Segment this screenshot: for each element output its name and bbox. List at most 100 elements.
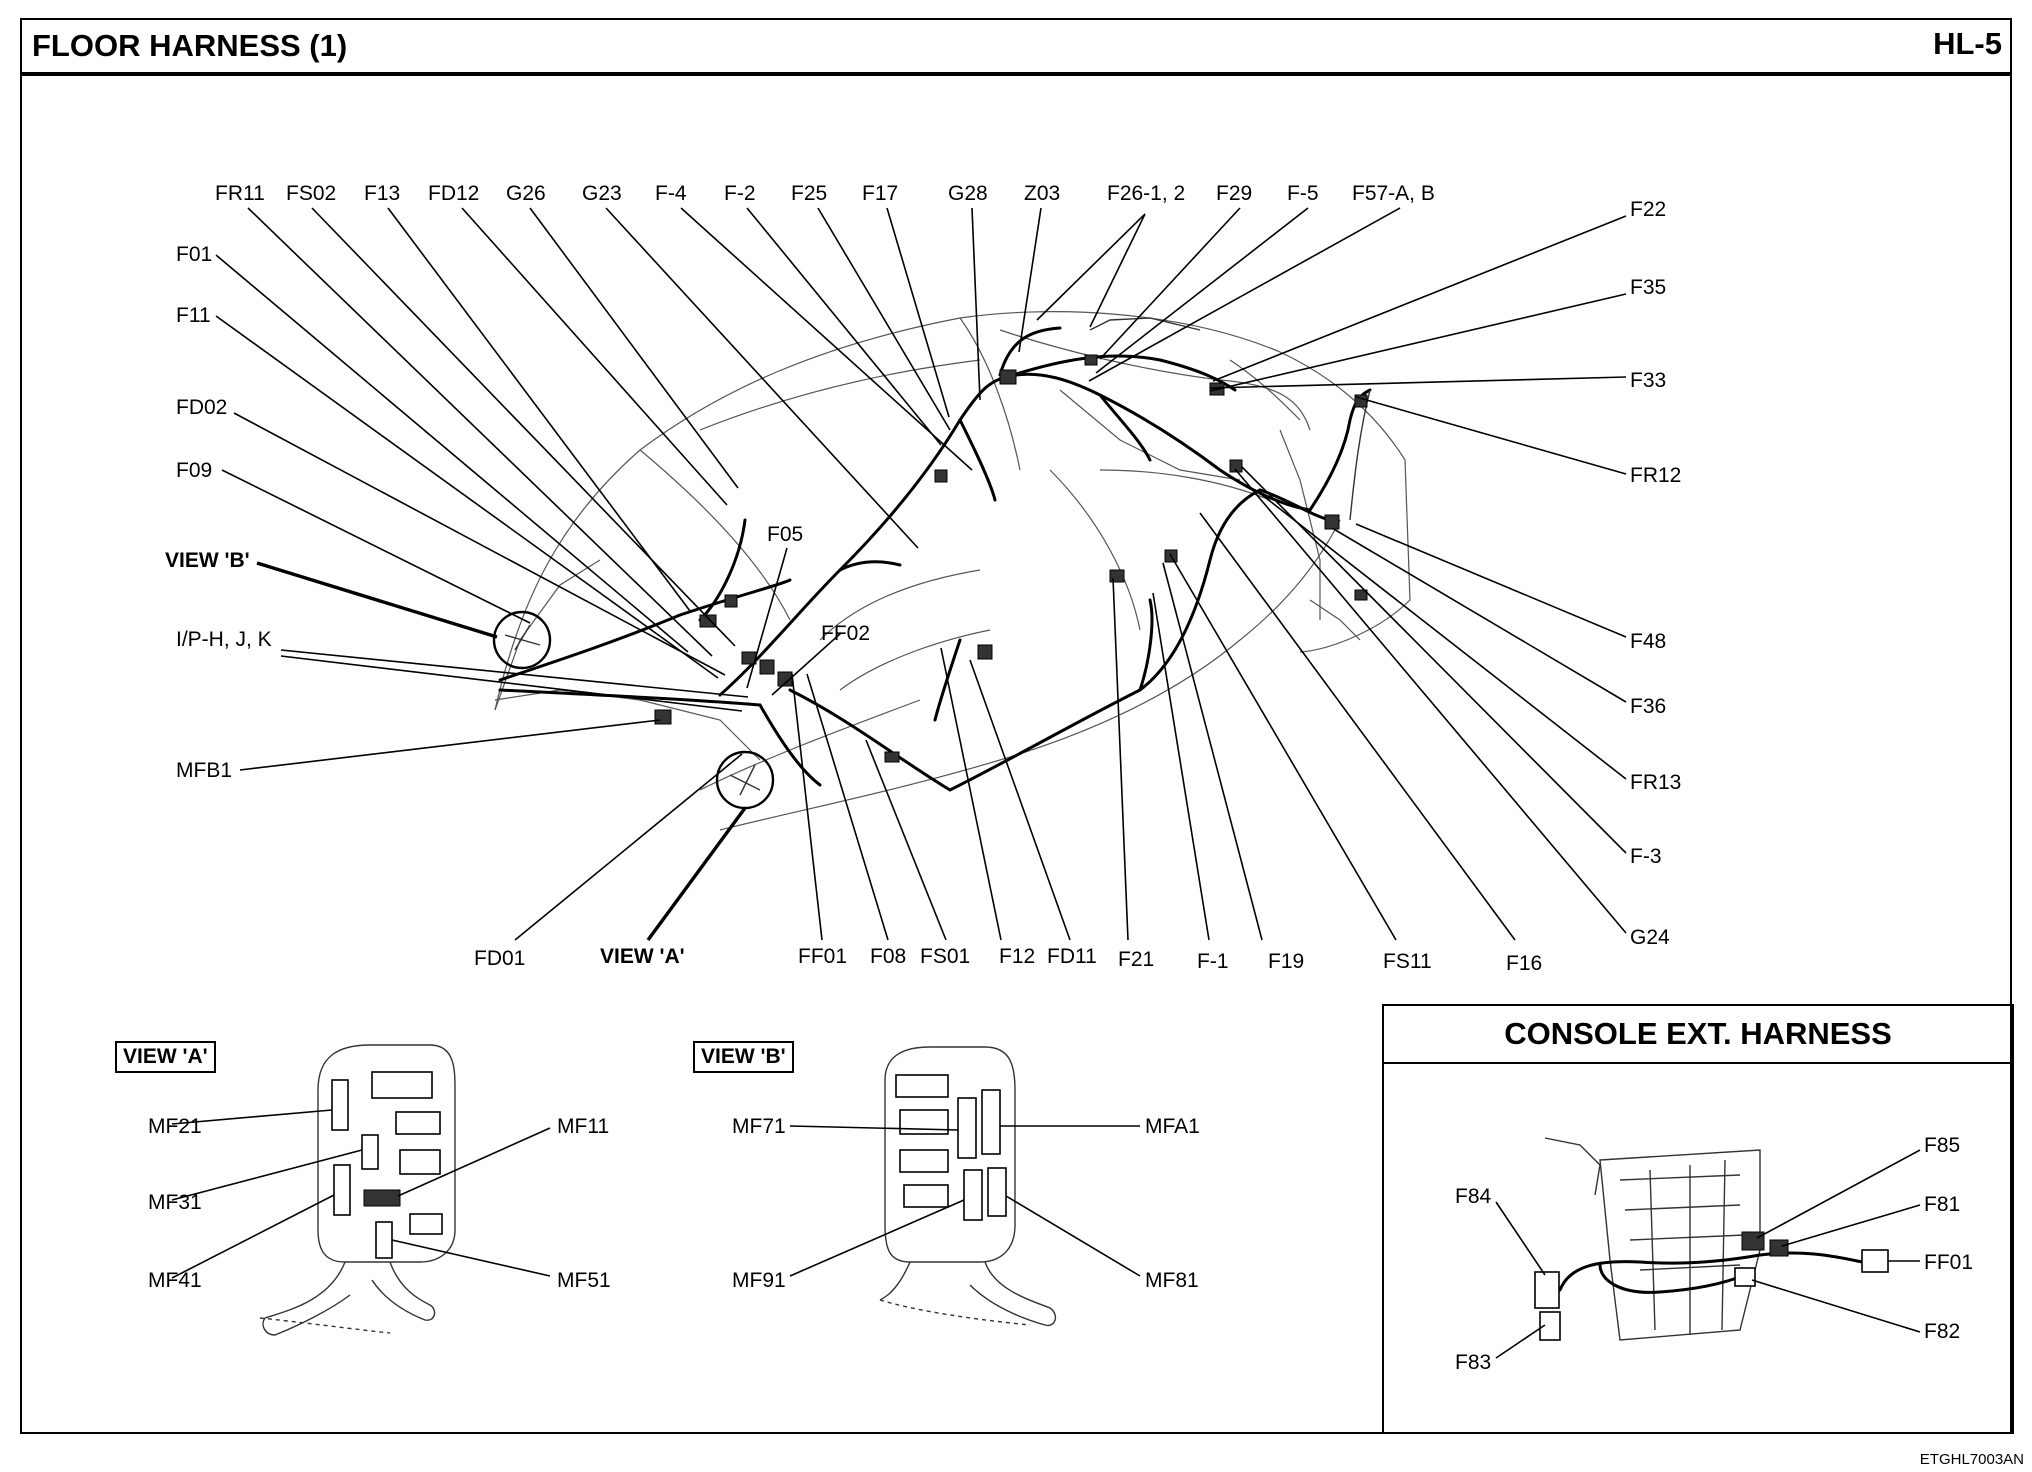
- label-fd12: FD12: [428, 182, 479, 205]
- view-b-detail-wires: [504, 624, 541, 651]
- view-a-relay-2: [395, 1111, 441, 1135]
- label-f19: F19: [1268, 950, 1304, 973]
- label-f13: F13: [364, 182, 400, 205]
- label-f17: F17: [862, 182, 898, 205]
- label-mfa1: MFA1: [1145, 1115, 1200, 1138]
- label-g23: G23: [582, 182, 622, 205]
- console-connector-f83: [1539, 1311, 1561, 1341]
- document-code: ETGHL7003AN: [1919, 1451, 2024, 1468]
- view-b-relay-4: [903, 1184, 949, 1208]
- view-b-connector-mf71: [957, 1097, 977, 1159]
- view-a-connector-mf31: [361, 1134, 379, 1170]
- label-mf91: MF91: [732, 1269, 786, 1292]
- view-a-connector-mf51: [375, 1221, 393, 1259]
- view-b-harness-right: [969, 1261, 1057, 1327]
- view-b-body-hint: [879, 1299, 1031, 1326]
- label-mf31: MF31: [148, 1191, 202, 1214]
- view-a-detail: MF21 MF31 MF41 MF11 MF51: [148, 1044, 611, 1336]
- label-mfb1: MFB1: [176, 759, 232, 782]
- console-connector-f81: [1769, 1239, 1789, 1257]
- label-f-5: F-5: [1287, 182, 1319, 205]
- console-harness-main: [1558, 1251, 1864, 1292]
- view-a-relay-4: [409, 1213, 443, 1235]
- view-b-detail: MF71 MF91 MFA1 MF81: [732, 1046, 1200, 1327]
- main-top-labels: FR11 FS02 F13 FD12 G26 G23 F-4 F-2 F25 F…: [215, 182, 1435, 205]
- label-view-a-pointer: VIEW 'A': [600, 945, 685, 968]
- label-fs11: FS11: [1383, 950, 1432, 973]
- label-fs02: FS02: [286, 182, 336, 205]
- connector-marks: [654, 354, 1368, 763]
- view-a-junction-block: [317, 1044, 456, 1263]
- label-fd11: FD11: [1047, 945, 1097, 968]
- label-f33: F33: [1630, 369, 1666, 392]
- label-fr12: FR12: [1630, 464, 1681, 487]
- label-f09: F09: [176, 459, 212, 482]
- label-fr13: FR13: [1630, 771, 1681, 794]
- label-z03: Z03: [1024, 182, 1060, 205]
- label-f26-1-2: F26-1, 2: [1107, 182, 1185, 205]
- console-detail: F84 F83 F85 F81 FF01 F82: [1455, 1134, 1973, 1374]
- console-bracket: [1599, 1149, 1761, 1341]
- label-fr11: FR11: [215, 182, 265, 205]
- console-arm: [1544, 1137, 1601, 1196]
- view-b-relay-2: [899, 1109, 949, 1135]
- label-f35: F35: [1630, 276, 1666, 299]
- label-ip-h-j-k: I/P-H, J, K: [176, 628, 272, 651]
- main-left-labels: F01 F11 FD02 F09 VIEW 'B' I/P-H, J, K MF…: [165, 243, 272, 782]
- label-console-f83: F83: [1455, 1351, 1491, 1374]
- label-mf51: MF51: [557, 1269, 611, 1292]
- label-ff01: FF01: [798, 945, 847, 968]
- console-connector-f82: [1734, 1267, 1756, 1287]
- page-frame: FLOOR HARNESS (1) HL-5: [20, 18, 2012, 1434]
- label-g26: G26: [506, 182, 546, 205]
- label-f29: F29: [1216, 182, 1252, 205]
- label-f08: F08: [870, 945, 906, 968]
- label-f16: F16: [1506, 952, 1542, 975]
- main-right-labels: F22 F35 F33 FR12 F48 F36 FR13 F-3 G24: [1630, 198, 1681, 949]
- view-b-detail-circle: [492, 610, 552, 670]
- label-fd02: FD02: [176, 396, 227, 419]
- view-a-body-hint: [259, 1317, 391, 1334]
- view-b-relay-1: [895, 1074, 949, 1098]
- label-mf81: MF81: [1145, 1269, 1199, 1292]
- label-ff02: FF02: [821, 622, 870, 645]
- leader-lines: [215, 207, 1627, 942]
- label-f36: F36: [1630, 695, 1666, 718]
- view-b-connector-mfa1: [981, 1089, 1001, 1155]
- label-fs01: FS01: [920, 945, 970, 968]
- label-f57-a-b: F57-A, B: [1352, 182, 1435, 205]
- label-f22: F22: [1630, 198, 1666, 221]
- view-b-connector-mf81: [987, 1167, 1007, 1217]
- view-a-detail-wires: [729, 764, 761, 796]
- title-bar: FLOOR HARNESS (1) HL-5: [22, 20, 2010, 76]
- label-f-1: F-1: [1197, 950, 1229, 973]
- label-f21: F21: [1118, 948, 1154, 971]
- console-title: CONSOLE EXT. HARNESS: [1504, 1016, 1892, 1051]
- view-a-harness-right: [371, 1261, 436, 1321]
- harness-trunks: [498, 317, 1372, 792]
- view-a-connector-mf21: [331, 1079, 349, 1131]
- main-bottom-labels: FD01 VIEW 'A' FF01 F08 FS01 F12 FD11 F21…: [474, 945, 1542, 975]
- view-a-relay-3: [399, 1149, 441, 1175]
- label-f48: F48: [1630, 630, 1666, 653]
- label-f11: F11: [176, 304, 211, 327]
- main-inner-labels: F05 FF02: [767, 523, 870, 645]
- console-grid: [1619, 1174, 1746, 1271]
- label-view-b-pointer: VIEW 'B': [165, 549, 250, 572]
- view-b-junction-block: [884, 1046, 1016, 1263]
- label-console-f84: F84: [1455, 1185, 1492, 1208]
- label-console-ff01: FF01: [1924, 1251, 1973, 1274]
- label-g24: G24: [1630, 926, 1670, 949]
- console-harness-branch: [1598, 1263, 1747, 1294]
- page-title: FLOOR HARNESS (1): [32, 28, 348, 63]
- console-title-bar: CONSOLE EXT. HARNESS: [1384, 1006, 2012, 1064]
- console-grid-v: [1649, 1159, 1726, 1335]
- page-code: HL-5: [1933, 26, 2002, 61]
- view-b-harness-left: [879, 1261, 911, 1301]
- label-f-4: F-4: [655, 182, 687, 205]
- label-f05: F05: [767, 523, 803, 546]
- label-g28: G28: [948, 182, 988, 205]
- label-f-2: F-2: [724, 182, 756, 205]
- view-b-relay-3: [899, 1149, 949, 1173]
